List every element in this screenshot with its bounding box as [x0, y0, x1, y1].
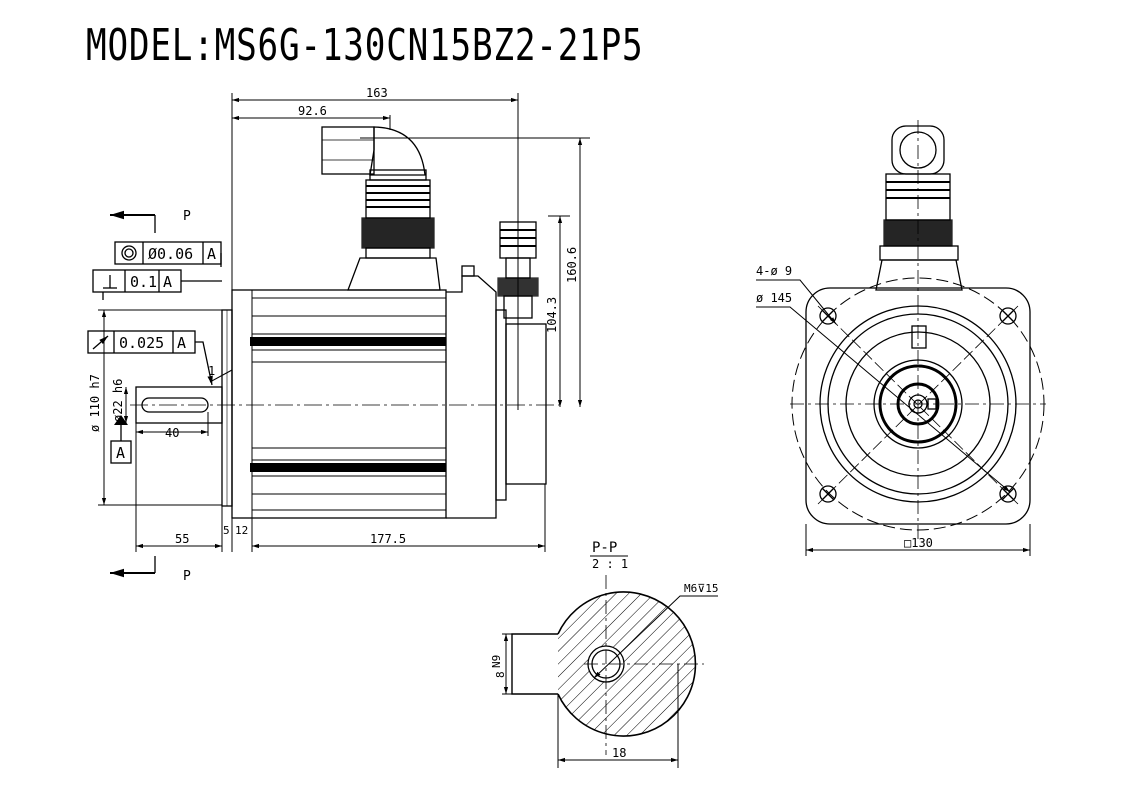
encoder-connector [497, 221, 539, 319]
dim-connector-offset: 92.6 [298, 104, 327, 118]
dim-holes: 4-ø 9 [756, 264, 792, 278]
section-view: P-P 2 : 1 M6⊽15 N9 8 18 [490, 540, 719, 768]
runout-frame: 0.025 A [87, 330, 213, 386]
dim-pilot-dia: ø 110 h7 [88, 374, 102, 432]
section-mark-bottom-label: P [183, 569, 191, 584]
section-mark-top-label: P [183, 209, 191, 224]
dim-pcd: ø 145 [756, 291, 792, 305]
dim-shaft-width: 18 [612, 746, 626, 760]
dim-key-depth: N9 [490, 655, 503, 668]
dim-shaft-length: 55 [175, 532, 189, 546]
runout-icon [92, 335, 109, 350]
datum-a-label: A [116, 444, 125, 462]
front-view: 4-ø 9 ø 145 □130 [756, 120, 1046, 556]
motor-body [231, 289, 447, 519]
section-scale: 2 : 1 [592, 557, 628, 571]
concentricity-datum: A [207, 245, 216, 263]
perpendicularity-datum: A [163, 273, 172, 291]
section-mark-bottom: P [110, 556, 191, 584]
dim-height-center: 104.3 [545, 297, 559, 333]
side-view: 163 92.6 [88, 86, 590, 552]
power-connector [321, 126, 441, 291]
dim-body-length: 177.5 [370, 532, 406, 546]
dim-square: □130 [904, 536, 933, 550]
concentricity-icon [124, 248, 134, 258]
perpendicularity-value: 0.1 [130, 273, 157, 291]
motor-shaft [135, 386, 223, 424]
perpendicularity-frame: 0.1 A [92, 269, 222, 300]
section-title: P-P [592, 540, 617, 556]
concentricity-value: Ø0.06 [148, 245, 193, 263]
concentricity-frame: Ø0.06 A [114, 241, 222, 267]
dim-key-length: 40 [165, 426, 179, 440]
dim-height-overall: 160.6 [565, 247, 579, 283]
model-title: MODEL:MS6G-130CN15BZ2-21P5 [86, 20, 644, 71]
dim-shaft-dia: ø22 h6 [111, 379, 125, 422]
dim-thread: M6⊽15 [684, 582, 719, 595]
dim-flange-b: 12 [235, 524, 248, 537]
dim-key-width: 8 [494, 671, 507, 678]
section-mark-top: P [110, 209, 191, 233]
front-flange [805, 287, 1031, 525]
runout-value: 0.025 [119, 334, 164, 352]
dim-chamfer: 1 [208, 364, 215, 378]
dim-overall-top: 163 [366, 86, 388, 100]
runout-datum: A [177, 334, 186, 352]
dim-flange-a: 5 [223, 524, 230, 537]
